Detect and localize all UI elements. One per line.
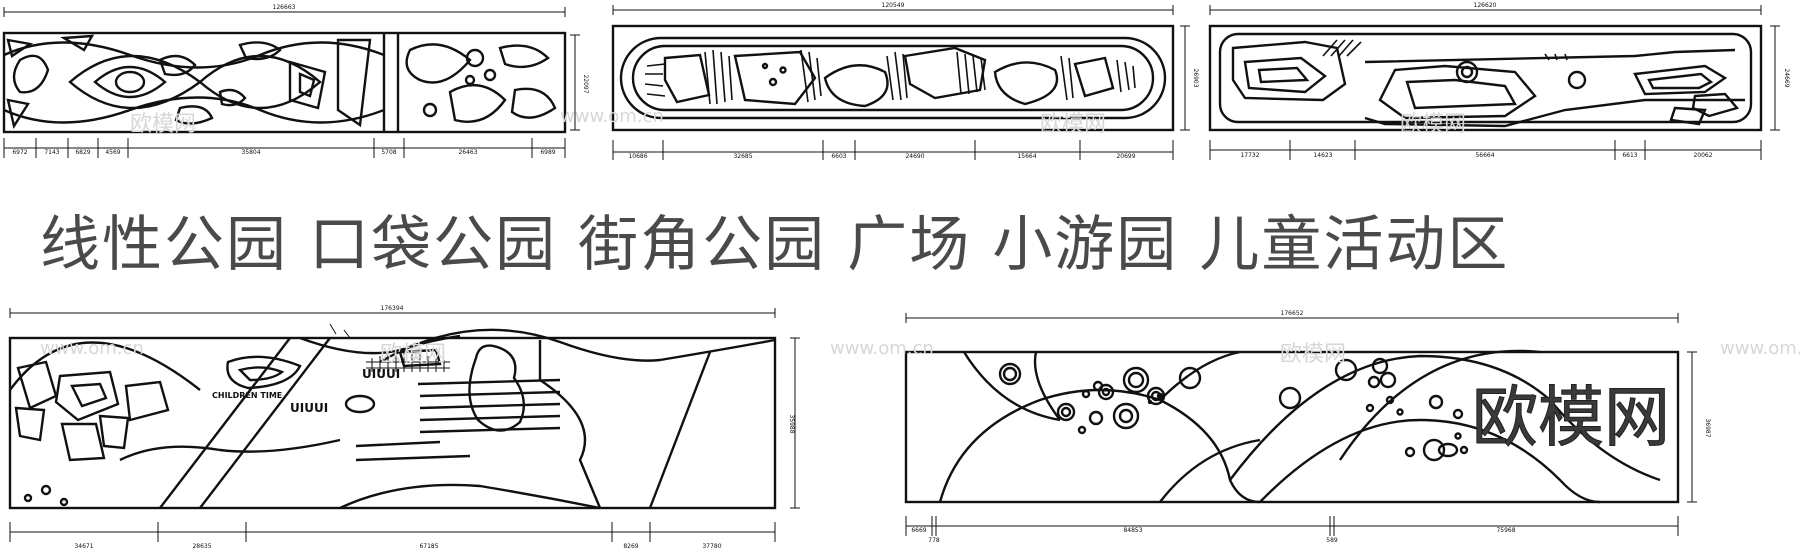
dimension-label: 26463 [458,149,477,156]
watermark-text: www.om.cn [40,338,144,359]
dimension-label: 20699 [1116,153,1135,160]
dimension-label: 6972 [12,149,27,156]
watermark-text: 欧模网 [130,112,197,137]
plan-panel-3: 126620 17732 14623 56664 6613 20062 2466… [1208,2,1790,160]
dimension-label: 67185 [419,543,438,550]
dimension-label: 10686 [628,153,647,160]
dimension-label: 6829 [75,149,90,156]
dimension-label: 28635 [192,543,211,550]
dimension-label: 126663 [273,4,296,11]
dimension-label: 589 [1326,537,1338,544]
dimension-label: 26903 [1192,68,1199,87]
dimension-label: 5708 [381,149,396,156]
plan-label: UIUUI [362,367,400,381]
dimension-label: 126620 [1474,2,1497,9]
watermark-text: www.om.cn [830,338,934,359]
headline: 线性公园 口袋公园 街角公园 广场 小游园 儿童活动区 [40,210,1510,280]
dimension-label: 22097 [582,74,589,93]
dimension-label: 37780 [702,543,721,550]
watermark-text: www.om.cn [560,106,664,127]
watermark-text: 欧模网 [1040,112,1107,137]
dimension-label: 17732 [1240,152,1259,159]
dimension-label: 15664 [1017,153,1036,160]
dimension-label: 8269 [623,543,638,550]
dimension-label: 56664 [1475,152,1494,159]
watermark-logo: 欧模网 [1472,379,1671,457]
dimension-label: 176652 [1281,310,1304,317]
dimension-label: 35988 [788,414,795,433]
dimension-label: 24690 [905,153,924,160]
dimension-label: 34671 [74,543,93,550]
dimension-label: 20062 [1693,152,1712,159]
dimension-label: 7143 [44,149,59,156]
dimension-label: 36987 [1704,418,1711,437]
dimension-label: 75968 [1496,527,1515,534]
plan-panel-5: 176652 6669 778 84853 589 75968 36987 [904,310,1711,544]
dimension-label: 6989 [540,149,555,156]
dimension-label: 6669 [911,527,926,534]
plan-label: UIUUI [290,401,328,415]
plan-panel-2: 120549 10686 32685 6603 24690 15664 2069… [611,2,1199,160]
dimension-label: 778 [928,537,940,544]
watermark-text: 欧模网 [1400,112,1467,137]
watermark-text: 欧模网 [380,342,447,367]
dimension-label: 4569 [105,149,120,156]
watermark-text: 欧模网 [1280,342,1347,367]
dimension-label: 32685 [733,153,752,160]
dimension-label: 84853 [1123,527,1142,534]
dimension-label: 14623 [1313,152,1332,159]
dimension-label: 6603 [831,153,846,160]
watermark-text: www.om.cn [1720,338,1800,359]
dimension-label: 24669 [1783,68,1790,87]
dimension-label: 176394 [381,305,404,312]
dimension-label: 120549 [882,2,905,9]
dimension-label: 35804 [241,149,260,156]
plan-panel-1: 126663 6972 7143 6829 4569 35804 5708 26… [2,4,589,158]
plan-panel-4: CHILDREN TIME UIUUI UIUUI 176394 34671 2… [8,305,800,550]
plan-label: CHILDREN TIME [212,391,282,400]
dimension-label: 6613 [1622,152,1637,159]
